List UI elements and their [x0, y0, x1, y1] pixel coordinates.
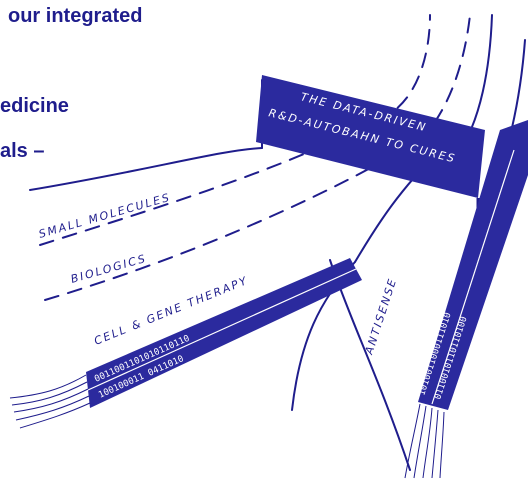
- lane-label-small-molecules: SMALL MOLECULES: [37, 191, 172, 241]
- road-edge-antisense: [329, 259, 411, 471]
- intro-line-3: als –: [0, 140, 45, 162]
- lane-label-antisense: ANTISENSE: [362, 276, 399, 357]
- road-edge-left: [29, 147, 263, 191]
- intro-line-2: edicine: [0, 95, 69, 117]
- binary-strip-left: 0011001101010110110 100100011 0411010: [9, 258, 362, 429]
- gantry-banner: THE DATA-DRIVEN R&D-AUTOBAHN TO CURES: [256, 75, 485, 230]
- lane-label-biologics: BIOLOGICS: [69, 252, 148, 286]
- intro-line-1: our integrated: [8, 5, 143, 27]
